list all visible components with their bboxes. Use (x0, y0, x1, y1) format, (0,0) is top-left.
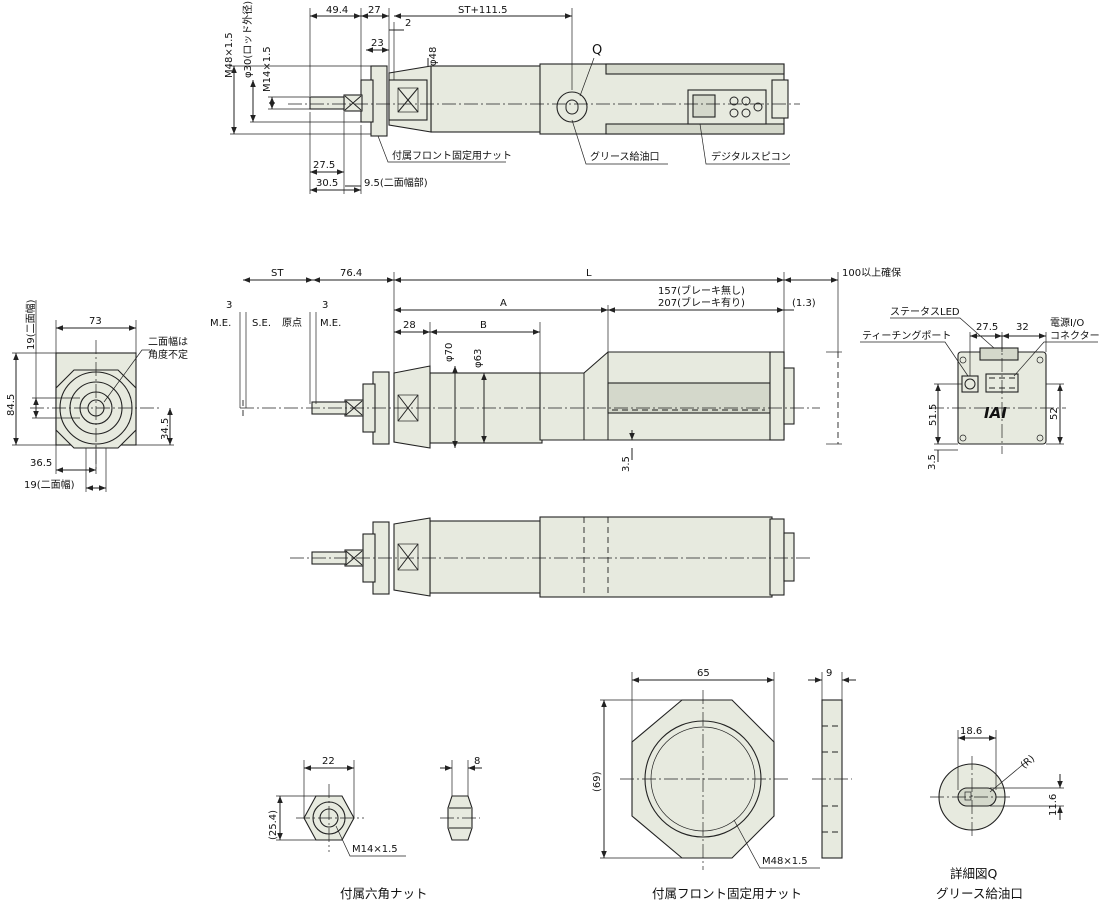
side-dim-207: 207(ブレーキ有り) (658, 296, 745, 309)
dim-9-5: 9.5(二面幅部) (364, 176, 428, 189)
hex-nut-drawing: 22 (25.4) M14×1.5 8 付属六角ナット (268, 756, 482, 901)
dim-30-5: 30.5 (316, 178, 338, 189)
side-dim-b: B (480, 320, 487, 331)
hex-dim-22: 22 (322, 756, 335, 767)
marker-origin: 原点 (282, 317, 302, 329)
top-view: 49.4 27 2 ST+111.5 23 M48×1.5 φ30(ロッド外径)… (224, 1, 800, 194)
dim-23: 23 (371, 38, 384, 49)
end-view: 73 84.5 19(二面幅) 34.5 36.5 19(二面幅) 二面幅は 角… (6, 299, 188, 492)
top-motor-stripe (605, 63, 785, 75)
label-front-nut: 付属フロント固定用ナット (392, 149, 512, 162)
teaching-port (961, 375, 979, 393)
end-dim-84-5: 84.5 (6, 394, 17, 416)
end-dim-73: 73 (89, 316, 102, 327)
iai-logo: IAI (984, 404, 1007, 422)
end-note-2: 角度不定 (148, 348, 188, 361)
dim-m48: M48×1.5 (224, 32, 235, 78)
side-dim-a: A (500, 298, 507, 309)
top-grease-port (556, 91, 588, 123)
end-dim-19-a: 19(二面幅) (24, 299, 37, 350)
dim-49-4: 49.4 (326, 5, 348, 16)
label-q: Q (592, 43, 602, 58)
side-dim-76-4: 76.4 (340, 268, 362, 279)
rear-dim-52: 52 (1049, 407, 1060, 420)
rear-dim-27-5: 27.5 (976, 322, 998, 333)
side-dim-phi63: φ63 (473, 349, 484, 368)
bottom-side-view (290, 516, 810, 598)
dim-phi48: φ48 (428, 47, 439, 66)
side-dim-28: 28 (403, 320, 416, 331)
end-dim-19-b: 19(二面幅) (24, 478, 75, 491)
label-power-io-1: 電源I/O (1050, 316, 1084, 329)
end-note-1: 二面幅は (148, 335, 188, 348)
fnut-dim-9: 9 (826, 668, 832, 679)
hex-dim-m14: M14×1.5 (352, 844, 398, 855)
label-speed-con: デジタルスピコン (711, 150, 791, 163)
side-dim-l: L (586, 268, 592, 279)
marker-me-a: M.E. (210, 318, 231, 329)
end-dim-34-5: 34.5 (160, 418, 171, 440)
top-end-cap (771, 79, 789, 119)
detail-dim-r: (R) (1019, 753, 1037, 771)
bottom-motor-housing (539, 516, 773, 598)
fnut-dim-69: (69) (592, 771, 603, 792)
marker-3-b: 3 (322, 300, 328, 311)
caption-detail-q: 詳細図Q (950, 866, 998, 881)
label-grease-port: グリース給油口 (590, 150, 660, 163)
side-dim-st: ST (271, 268, 284, 279)
top-tube (430, 65, 545, 133)
caption-hex-nut: 付属六角ナット (340, 886, 428, 901)
rear-dim-3-5: 3.5 (927, 454, 938, 470)
side-dim-1-3: (1.3) (792, 298, 816, 309)
side-dim-phi70: φ70 (444, 343, 455, 362)
detail-q-drawing: 18.6 11.6 (R) 詳細図Q グリース給油口 (930, 726, 1064, 901)
caption-front-nut: 付属フロント固定用ナット (652, 886, 802, 901)
side-dim-3-5: 3.5 (621, 456, 632, 472)
side-view: 3 M.E. S.E. 原点 3 M.E. ST 76.4 L 100以上確保 … (210, 266, 901, 472)
rear-view: IAI 27.5 32 51.5 52 3.5 ステータスLED ティーチングポ… (860, 306, 1099, 470)
dim-m14: M14×1.5 (262, 46, 273, 92)
dim-2: 2 (405, 18, 411, 29)
marker-se: S.E. (252, 318, 271, 329)
caption-grease-port: グリース給油口 (936, 886, 1023, 901)
rear-dim-32: 32 (1016, 322, 1029, 333)
marker-me-b: M.E. (320, 318, 341, 329)
rear-dim-51-5: 51.5 (928, 404, 939, 426)
top-rod (309, 96, 345, 110)
hex-nut-side (447, 795, 473, 841)
marker-3-a: 3 (226, 300, 232, 311)
dim-st-111-5: ST+111.5 (458, 5, 507, 16)
end-dim-36-5: 36.5 (30, 458, 52, 469)
status-led (979, 347, 1019, 361)
hex-dim-25-4: (25.4) (268, 810, 279, 840)
side-dim-100: 100以上確保 (842, 266, 901, 279)
dim-rod-dia: φ30(ロッド外径) (241, 1, 254, 78)
fnut-dim-65: 65 (697, 668, 710, 679)
dim-27: 27 (368, 5, 381, 16)
label-status-led: ステータスLED (890, 306, 960, 318)
detail-dim-18-6: 18.6 (960, 726, 982, 737)
detail-dim-11-6: 11.6 (1048, 794, 1059, 816)
dim-27-5: 27.5 (313, 160, 335, 171)
fnut-dim-m48: M48×1.5 (762, 856, 808, 867)
front-nut-drawing: 65 (69) M48×1.5 9 付属フロント固定用ナット (592, 668, 856, 901)
label-teaching-port: ティーチングポート (862, 329, 951, 342)
hex-dim-8: 8 (474, 756, 480, 767)
side-dim-157: 157(ブレーキ無し) (658, 284, 745, 297)
label-power-io-2: コネクター (1050, 330, 1099, 342)
